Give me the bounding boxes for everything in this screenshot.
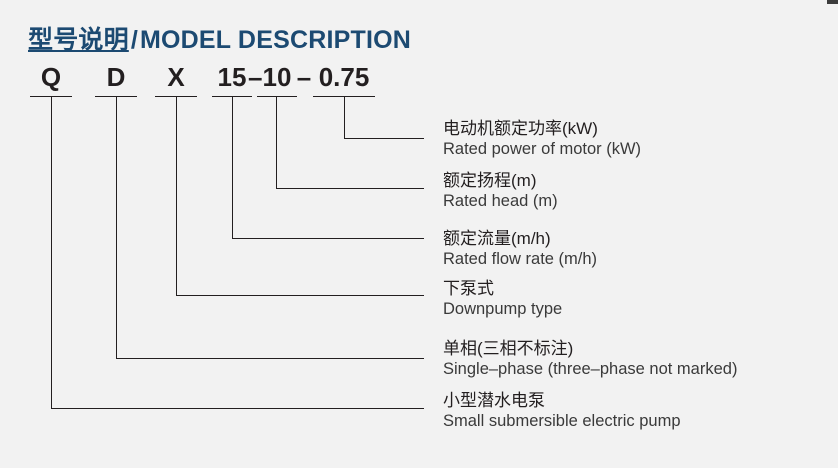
code-dash-1: –	[248, 62, 263, 92]
leader-vertical-flow	[232, 96, 233, 238]
leader-vertical-q	[51, 96, 52, 408]
leader-horizontal-d	[116, 358, 424, 359]
callout-rated-flow-en: Rated flow rate (m/h)	[443, 250, 598, 268]
leader-vertical-power	[344, 96, 345, 138]
callout-single-phase: 单相(三相不标注) Single–phase (three–phase not …	[443, 338, 737, 379]
title-separator: /	[130, 26, 138, 54]
callout-rated-power: 电动机额定功率(kW) Rated power of motor (kW)	[443, 118, 641, 159]
leader-horizontal-power	[344, 138, 424, 139]
leader-horizontal-q	[51, 408, 424, 409]
code-segment-q: Q	[40, 62, 62, 92]
callout-downpump-type-cn: 下泵式	[443, 279, 494, 298]
callout-rated-head: 额定扬程(m) Rated head (m)	[443, 170, 558, 211]
callout-rated-flow-cn: 额定流量(m/h)	[443, 229, 551, 248]
code-segment-power: 0.75	[318, 62, 370, 92]
leader-vertical-head	[276, 96, 277, 188]
leader-horizontal-head	[276, 188, 424, 189]
code-segment-x: X	[167, 62, 185, 92]
callout-rated-head-cn: 额定扬程(m)	[443, 171, 537, 190]
callout-single-phase-cn: 单相(三相不标注)	[443, 339, 574, 358]
callout-small-pump-cn: 小型潜水电泵	[443, 391, 545, 410]
title-cjk: 型号说明	[28, 26, 129, 54]
code-segment-flow: 15	[217, 62, 247, 92]
callout-small-pump: 小型潜水电泵 Small submersible electric pump	[443, 390, 681, 431]
callout-downpump-type: 下泵式 Downpump type	[443, 278, 562, 319]
callout-rated-power-en: Rated power of motor (kW)	[443, 140, 642, 158]
code-segment-head: 10	[262, 62, 292, 92]
leader-horizontal-x	[176, 295, 424, 296]
code-dash-2: –	[296, 62, 312, 92]
leader-vertical-x	[176, 96, 177, 295]
callout-rated-head-en: Rated head (m)	[443, 192, 558, 210]
callout-small-pump-en: Small submersible electric pump	[443, 412, 681, 430]
callout-rated-power-cn: 电动机额定功率(kW)	[443, 119, 598, 138]
code-segment-d: D	[106, 62, 126, 92]
callout-single-phase-en: Single–phase (three–phase not marked)	[443, 360, 738, 378]
underline-head	[257, 96, 297, 97]
title-latin: MODEL DESCRIPTION	[139, 26, 411, 54]
callout-rated-flow: 额定流量(m/h) Rated flow rate (m/h)	[443, 228, 597, 269]
corner-artifact	[827, 0, 838, 4]
callout-downpump-type-en: Downpump type	[443, 300, 563, 318]
page-title: 型号说明/MODEL DESCRIPTION	[28, 20, 411, 56]
leader-vertical-d	[116, 96, 117, 358]
leader-horizontal-flow	[232, 238, 424, 239]
